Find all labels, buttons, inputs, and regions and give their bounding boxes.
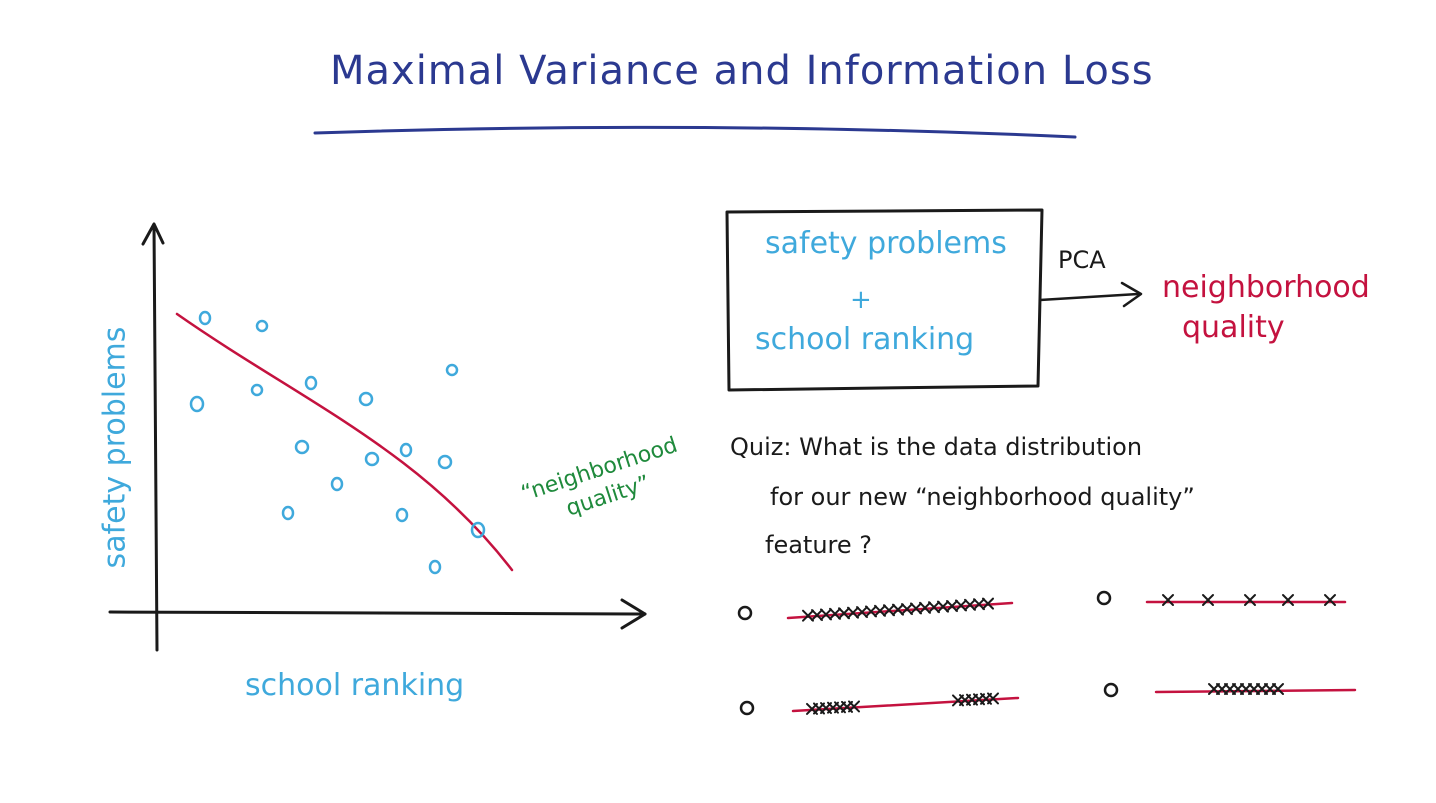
scatter-point	[437, 454, 453, 470]
principal-component-line	[175, 312, 514, 572]
scatter-point	[428, 559, 442, 575]
scatter-point	[198, 310, 212, 326]
quiz-line-1: Quiz: What is the data distribution	[730, 433, 1143, 461]
y-axis-arrow-icon	[141, 222, 165, 246]
scatter-point	[189, 395, 205, 413]
option-1-mark	[874, 604, 886, 617]
option-bullet-2	[1096, 590, 1112, 606]
y-axis	[152, 223, 159, 652]
scatter-point	[470, 521, 486, 539]
option-1-mark	[856, 606, 868, 619]
scatter-point	[399, 442, 413, 458]
option-bullet-1	[737, 605, 753, 621]
pca-output-2: quality	[1182, 310, 1285, 345]
scatter-points	[189, 310, 486, 575]
scatter-point	[250, 383, 264, 397]
pca-input-plus: +	[850, 285, 872, 315]
page-title: Maximal Variance and Information Loss	[330, 48, 1154, 94]
pca-input-school: school ranking	[755, 322, 975, 357]
option-1-mark	[802, 609, 814, 622]
pca-input-box	[725, 208, 1044, 392]
option-bullet-4	[1103, 682, 1119, 698]
scatter-point	[304, 375, 318, 391]
scatter-point	[358, 391, 374, 407]
option-3-mark	[987, 692, 999, 705]
x-axis	[108, 610, 647, 616]
option-1-mark	[955, 599, 967, 612]
option-1-mark	[928, 601, 940, 614]
option-1-mark	[838, 607, 850, 620]
pca-arrow-label: PCA	[1058, 246, 1106, 274]
x-axis-arrow-icon	[620, 598, 647, 630]
option-1-mark	[820, 608, 832, 621]
scatter-point	[395, 507, 409, 523]
arrow-right-icon	[1120, 281, 1143, 308]
option-1-mark	[847, 606, 859, 619]
y-axis-label: safety problems	[97, 326, 133, 569]
scatter-point	[281, 505, 295, 521]
option-4-mark	[1272, 683, 1284, 695]
option-2-mark	[1202, 594, 1214, 606]
option-2-mark	[1282, 594, 1294, 606]
option-1-mark	[883, 604, 895, 617]
scatter-point	[364, 451, 380, 467]
option-1-mark	[811, 609, 823, 622]
option-1-mark	[829, 607, 841, 620]
option-2-mark	[1162, 594, 1174, 606]
option-1-mark	[919, 601, 931, 614]
x-axis-label: school ranking	[245, 668, 465, 703]
option-1-mark	[973, 598, 985, 611]
option-1-mark	[910, 602, 922, 615]
option-1-mark	[964, 598, 976, 611]
scatter-point	[330, 476, 344, 492]
option-3-mark	[848, 700, 860, 713]
option-1-mark	[865, 605, 877, 618]
option-1-mark	[937, 600, 949, 613]
option-1-mark	[982, 597, 994, 610]
option-2-mark	[1244, 594, 1256, 606]
quiz-line-3: feature ?	[765, 531, 873, 559]
quiz-line-2: for our new “neighborhood quality”	[770, 483, 1195, 511]
option-bullets	[737, 590, 1119, 716]
option-1-mark	[901, 603, 913, 616]
option-1-mark	[946, 600, 958, 613]
pca-input-safety: safety problems	[765, 226, 1007, 261]
option-2-mark	[1324, 594, 1336, 606]
option-lines	[786, 600, 1357, 713]
option-bullet-3	[739, 700, 755, 716]
pca-output-1: neighborhood	[1162, 270, 1370, 305]
option-marks	[802, 594, 1336, 715]
scatter-point	[294, 439, 310, 455]
option-1-mark	[892, 603, 904, 616]
title-underline	[313, 125, 1077, 139]
scatter-point	[445, 363, 459, 377]
scatter-point	[255, 319, 269, 333]
pca-arrow	[1038, 292, 1140, 302]
pca-output: neighborhood quality	[1162, 268, 1370, 348]
